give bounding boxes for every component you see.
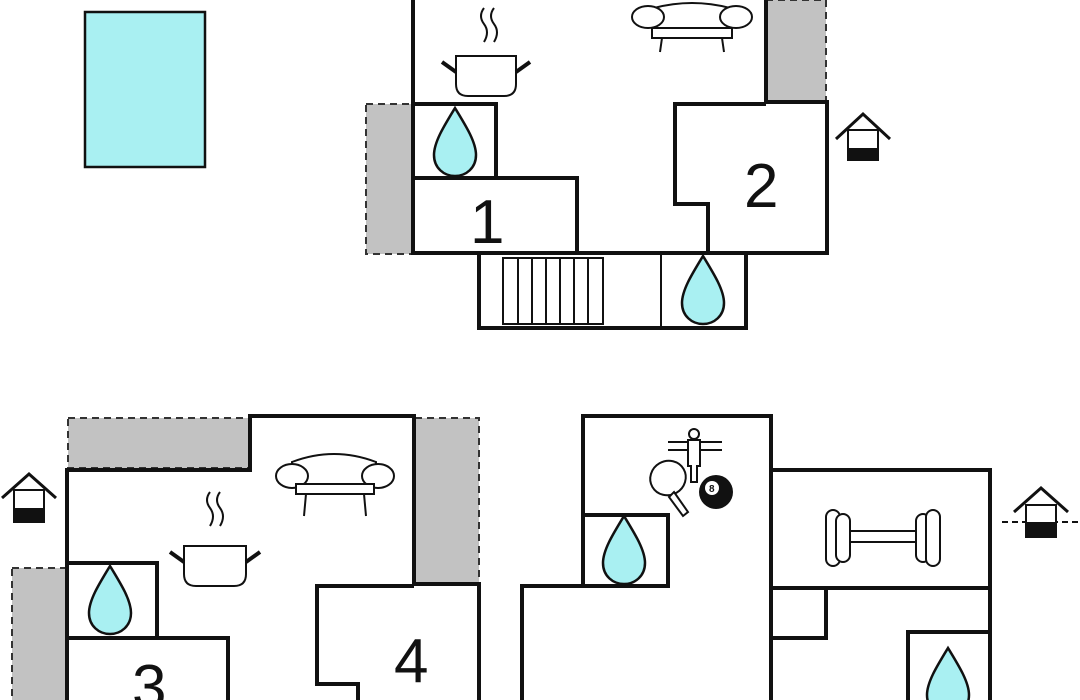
bathroom-wall [67, 561, 159, 638]
water-drop-icon [601, 513, 647, 586]
room-4-walls [315, 584, 414, 700]
upper-floor: 1 2 [365, 0, 892, 330]
bathroom-walls [583, 513, 670, 588]
stairs-icon [502, 257, 604, 325]
water-drop-icon [87, 563, 133, 636]
room-3-walls [67, 636, 230, 700]
cooking-pot-icon [440, 7, 532, 97]
lower-left-floor: 3 4 [1, 414, 481, 700]
ping-pong-icon [649, 459, 690, 518]
terrace-top [67, 417, 251, 469]
room-number-2: 2 [744, 152, 778, 221]
room-number-4: 4 [394, 627, 428, 696]
room-number-1: 1 [470, 188, 504, 257]
cooking-pot-icon [168, 491, 262, 587]
room-2-walls [673, 102, 766, 253]
outer-walls [65, 414, 481, 700]
water-drop-icon [925, 645, 971, 700]
terrace-right [414, 417, 480, 585]
terrace-left [365, 103, 413, 255]
terrace-right [765, 0, 827, 103]
entrance-house-icon [834, 111, 892, 161]
water-drop-icon [680, 253, 726, 326]
dumbbell-icon [825, 509, 941, 567]
room-number-3: 3 [132, 653, 166, 700]
water-drop-icon [432, 105, 478, 178]
terrace-left [11, 567, 69, 700]
sofa-icon [275, 453, 395, 517]
billiard-ball-icon: 8 [699, 475, 733, 509]
lower-right-floor: 8 [520, 414, 1080, 700]
entrance-house-icon [1002, 485, 1080, 538]
bathroom-2-walls [906, 630, 990, 700]
pool [83, 10, 207, 169]
room-1-walls [413, 176, 579, 253]
sofa-icon [631, 2, 753, 53]
entrance-house-icon [1, 471, 57, 523]
billiard-ball-label: 8 [709, 484, 715, 495]
bathroom-wall [413, 102, 498, 178]
outer-walls [520, 414, 992, 700]
outer-walls [411, 0, 829, 255]
closet-walls [771, 588, 828, 640]
stair-annex-walls [477, 253, 748, 330]
table-football-icon [668, 428, 722, 483]
